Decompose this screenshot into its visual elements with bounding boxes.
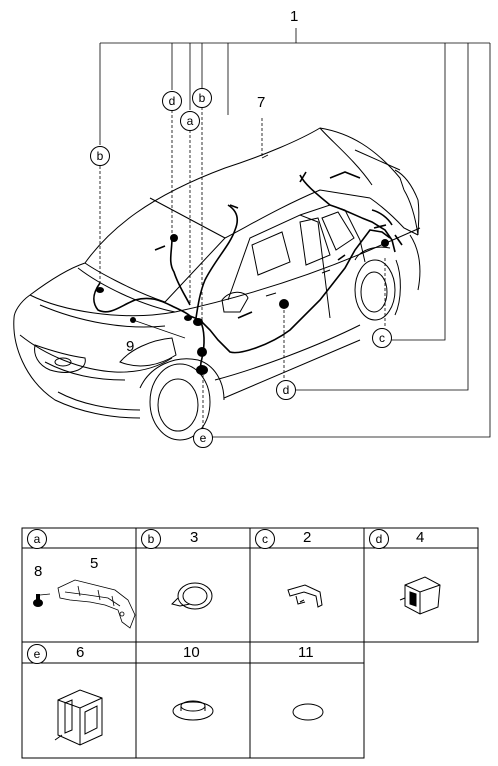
part-3-grommet xyxy=(171,582,213,610)
table-part-4: 4 xyxy=(416,529,425,546)
part-10-plug xyxy=(172,700,214,721)
part-8-bolt xyxy=(33,594,43,607)
part-11-pad xyxy=(292,703,324,721)
connectors xyxy=(96,234,389,375)
table-part-8: 8 xyxy=(34,563,43,580)
part-label-1: 1 xyxy=(290,8,299,25)
wiring-harness xyxy=(93,171,403,376)
part-label-7: 7 xyxy=(257,94,266,111)
part-5-bracket xyxy=(39,579,136,629)
table-header-e: e xyxy=(27,644,47,664)
table-header-c: c xyxy=(255,529,275,549)
table-part-6: 6 xyxy=(76,644,85,661)
callout-b-top: b xyxy=(192,88,212,108)
table-header-a: a xyxy=(27,529,47,549)
callout-e-bottom: e xyxy=(193,428,213,448)
callout-d-right: d xyxy=(276,380,296,400)
callout-a-top: a xyxy=(180,111,200,131)
callout-b-left: b xyxy=(90,146,110,166)
table-header-d: d xyxy=(369,529,389,549)
table-part-3: 3 xyxy=(190,529,199,546)
callout-c-right: c xyxy=(372,328,392,348)
table-header-b: b xyxy=(141,529,161,549)
part-4-connector xyxy=(399,576,441,615)
table-part-5: 5 xyxy=(90,555,99,572)
table-part-2: 2 xyxy=(303,529,312,546)
part-2-clip xyxy=(287,584,323,608)
part-6-module xyxy=(54,689,103,746)
table-part-11: 11 xyxy=(298,644,314,661)
table-part-10: 10 xyxy=(183,644,200,661)
part-label-9: 9 xyxy=(126,338,135,355)
leader-1-right xyxy=(212,43,491,438)
callout-d-top: d xyxy=(162,91,182,111)
